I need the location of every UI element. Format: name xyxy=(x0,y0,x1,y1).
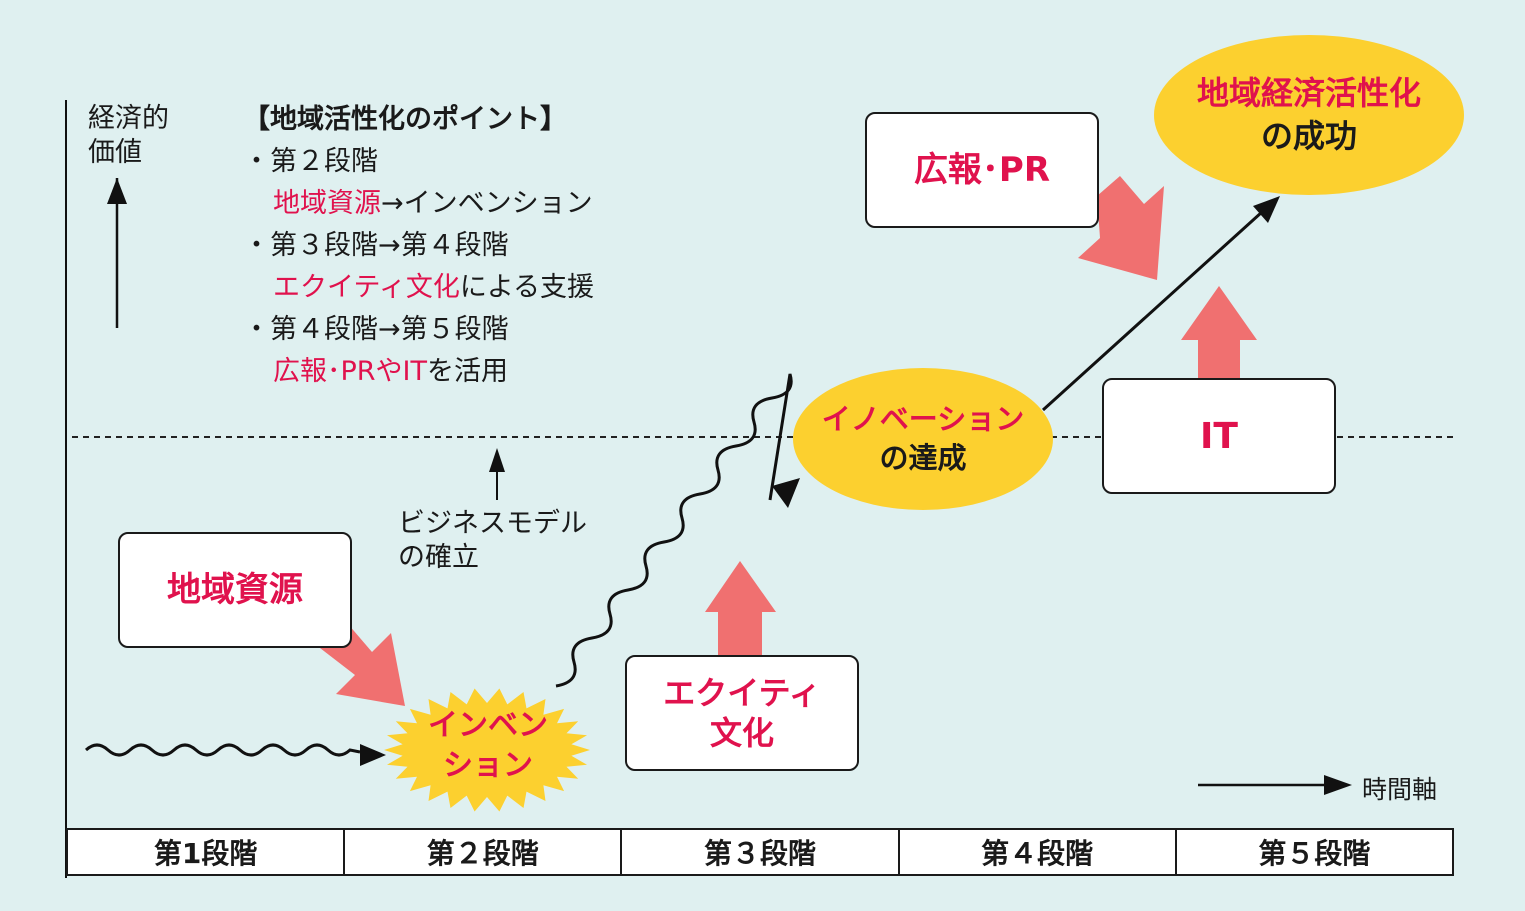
points-title: 【地域活性化のポイント】 xyxy=(243,104,567,135)
points-block: 【地域活性化のポイント】 ・第２段階 地域資源→インベンション ・第３段階→第４… xyxy=(243,99,594,393)
regional-resources-label: 地域資源 xyxy=(167,569,303,610)
point-detail-3: 広報･PRやITを活用 xyxy=(243,351,594,393)
invention-label: インベン ション xyxy=(393,706,583,786)
wavy-line-1 xyxy=(84,743,361,757)
stage-table: 第1段階 第２段階 第３段階 第４段階 第５段階 xyxy=(65,828,1455,876)
point-detail-1: 地域資源→インベンション xyxy=(243,183,594,225)
equity-culture-line1: エクイティ xyxy=(663,674,821,712)
success-line2: の成功 xyxy=(1260,117,1357,155)
wavy-line-2-head xyxy=(772,478,800,508)
invention-burst xyxy=(384,688,590,812)
it-box: IT xyxy=(1102,378,1336,494)
pr-label: 広報･PR xyxy=(913,149,1051,190)
stage-cell-5: 第５段階 xyxy=(1174,828,1455,876)
innovation-line1: イノベーション xyxy=(821,401,1025,436)
business-model-line2: の確立 xyxy=(398,542,479,573)
point-stage-1: ・第２段階 xyxy=(243,146,378,177)
innovation-line2: の達成 xyxy=(879,441,967,475)
point-detail-2: エクイティ文化による支援 xyxy=(243,267,594,309)
stage-cell-1: 第1段階 xyxy=(65,828,346,876)
success-line xyxy=(1041,210,1264,412)
pr-to-line-arrow xyxy=(1078,176,1164,280)
business-model-label: ビジネスモデル の確立 xyxy=(398,507,587,575)
innovation-ellipse: イノベーション の達成 xyxy=(793,368,1053,510)
success-line1: 地域経済活性化 xyxy=(1196,73,1421,112)
regional-resources-box: 地域資源 xyxy=(118,532,352,648)
it-up-arrow xyxy=(1181,286,1257,378)
invention-label-line1: インベン xyxy=(428,708,548,743)
point-detail-1-rest: →インベンション xyxy=(381,188,593,219)
stage-cell-3: 第３段階 xyxy=(620,828,900,876)
point-detail-1-highlight: 地域資源 xyxy=(273,188,381,219)
time-axis-label: 時間軸 xyxy=(1362,775,1438,804)
point-stage-2: ・第３段階→第４段階 xyxy=(243,230,509,261)
time-arrow-head xyxy=(1324,775,1352,795)
invention-label-line2: ション xyxy=(443,748,533,783)
pr-box: 広報･PR xyxy=(865,112,1099,228)
it-label: IT xyxy=(1200,415,1238,457)
point-detail-3-highlight: 広報･PRやIT xyxy=(273,356,427,387)
wavy-line-2 xyxy=(555,373,793,688)
point-detail-2-highlight: エクイティ文化 xyxy=(273,272,460,303)
point-stage-3: ・第４段階→第５段階 xyxy=(243,314,509,345)
y-axis-label: 経済的 価値 xyxy=(88,102,169,170)
point-detail-2-rest: による支援 xyxy=(459,272,595,303)
success-ellipse: 地域経済活性化 の成功 xyxy=(1154,35,1464,195)
y-axis-label-line1: 経済的 xyxy=(88,103,169,134)
equity-culture-box: エクイティ 文化 xyxy=(625,655,859,771)
y-axis-label-line2: 価値 xyxy=(88,137,142,168)
stage-cell-4: 第４段階 xyxy=(897,828,1177,876)
stage-cell-2: 第２段階 xyxy=(343,828,623,876)
wavy-line-1-head xyxy=(360,744,386,766)
business-model-line1: ビジネスモデル xyxy=(398,508,587,539)
equity-up-arrow xyxy=(705,561,776,655)
success-line-head xyxy=(1253,196,1280,223)
business-model-arrow-head xyxy=(489,448,505,472)
point-detail-3-rest: を活用 xyxy=(427,356,508,387)
stage-row: 第1段階 第２段階 第３段階 第４段階 第５段階 xyxy=(65,828,1455,876)
value-arrow-head xyxy=(107,178,127,204)
equity-culture-line2: 文化 xyxy=(709,714,774,752)
